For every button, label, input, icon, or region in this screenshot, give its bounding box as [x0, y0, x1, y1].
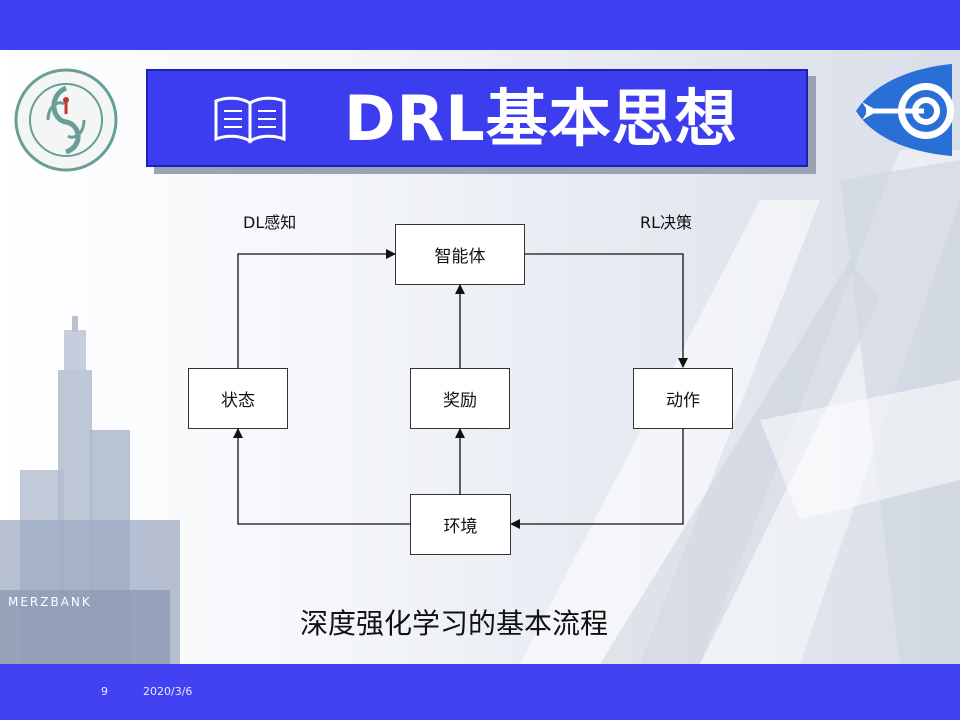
label-dl-perception: DL感知 [243, 213, 297, 232]
edge-agent-to-action [525, 253, 688, 368]
edge-environment-to-state [233, 428, 411, 525]
node-action: 动作 [633, 368, 733, 429]
background-skyline-art: MERZBANK [0, 150, 960, 664]
edge-action-to-environment [510, 428, 684, 529]
node-state: 状态 [188, 368, 288, 429]
node-reward: 奖励 [410, 368, 510, 429]
top-bar [0, 0, 960, 50]
edge-state-to-agent [237, 249, 396, 368]
node-environment: 环境 [410, 494, 511, 555]
page-number: 9 [101, 685, 108, 698]
slide-date: 2020/3/6 [143, 685, 193, 698]
label-rl-decision: RL决策 [640, 213, 693, 232]
target-arrow-icon [856, 64, 954, 156]
building-sign: MERZBANK [8, 595, 92, 609]
title-banner: DRL基本思想 [146, 69, 808, 167]
slide-title: DRL基本思想 [344, 82, 738, 155]
bottom-bar [0, 664, 960, 720]
university-logo [14, 68, 118, 172]
diagram-caption: 深度强化学习的基本流程 [300, 607, 609, 640]
book-icon [214, 96, 286, 144]
node-agent: 智能体 [395, 224, 525, 285]
